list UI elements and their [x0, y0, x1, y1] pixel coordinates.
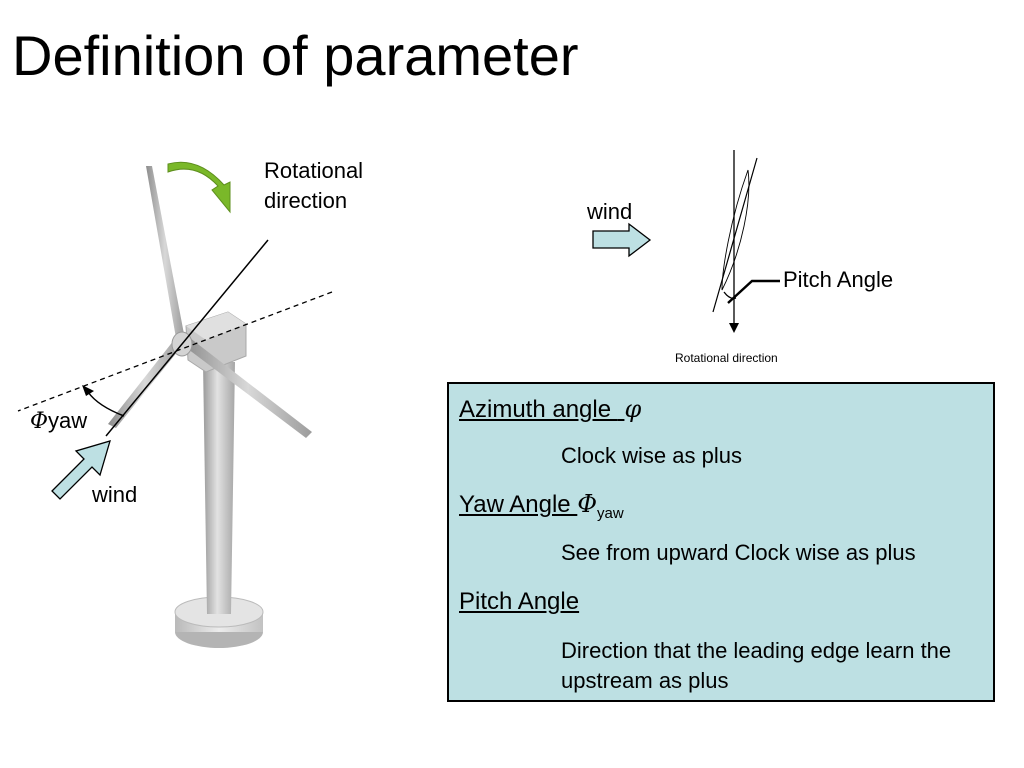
- rotation-direction-arrow: [167, 161, 231, 214]
- yaw-symbol: Φ: [30, 409, 49, 434]
- rotor-axis-line: [105, 239, 269, 437]
- wind-arrow: [51, 440, 111, 500]
- definitions-box: Azimuth angle φ Clock wise as plus Yaw A…: [447, 382, 995, 702]
- pitch-leader-line: [727, 279, 780, 304]
- rotational-direction-label: Rotational direction: [264, 158, 364, 213]
- turbine-blade-up: [146, 166, 184, 338]
- chord-line: [712, 157, 758, 313]
- turbine-blade-left: [108, 340, 182, 428]
- yaw-reference-line: [17, 291, 333, 412]
- yaw-heading-subscript: yaw: [597, 504, 624, 522]
- pitch-description: Direction that the leading edge learn th…: [561, 638, 952, 693]
- azimuth-heading-text: Azimuth angle: [459, 396, 618, 423]
- azimuth-description: Clock wise as plus: [561, 443, 742, 468]
- airfoil-outline: [721, 169, 750, 291]
- yaw-heading-text: Yaw Angle: [459, 491, 578, 518]
- azimuth-symbol: φ: [624, 395, 642, 423]
- slide-title: Definition of parameter: [12, 24, 579, 87]
- pitch-rotational-direction-label: Rotational direction: [675, 351, 778, 365]
- yaw-text: yaw: [48, 408, 88, 433]
- turbine-wind-label: wind: [92, 482, 138, 507]
- yaw-heading-symbol: Φ: [577, 490, 597, 518]
- yaw-angle-arc: [87, 391, 125, 417]
- pitch-angle-label: Pitch Angle: [783, 267, 894, 292]
- yaw-angle-label: Φyaw: [30, 406, 87, 437]
- yaw-description: See from upward Clock wise as plus: [561, 540, 916, 565]
- turbine-tower: [203, 362, 235, 614]
- pitch-wind-label: wind: [587, 199, 633, 224]
- pitch-wind-arrow: [592, 222, 652, 258]
- azimuth-heading: Azimuth angle φ: [459, 395, 641, 424]
- pitch-heading: Pitch Angle: [459, 588, 580, 615]
- turbine-blade-right: [184, 338, 312, 438]
- yaw-heading: Yaw Angle Φyaw: [459, 490, 624, 522]
- pitch-angle-arc: [723, 291, 737, 300]
